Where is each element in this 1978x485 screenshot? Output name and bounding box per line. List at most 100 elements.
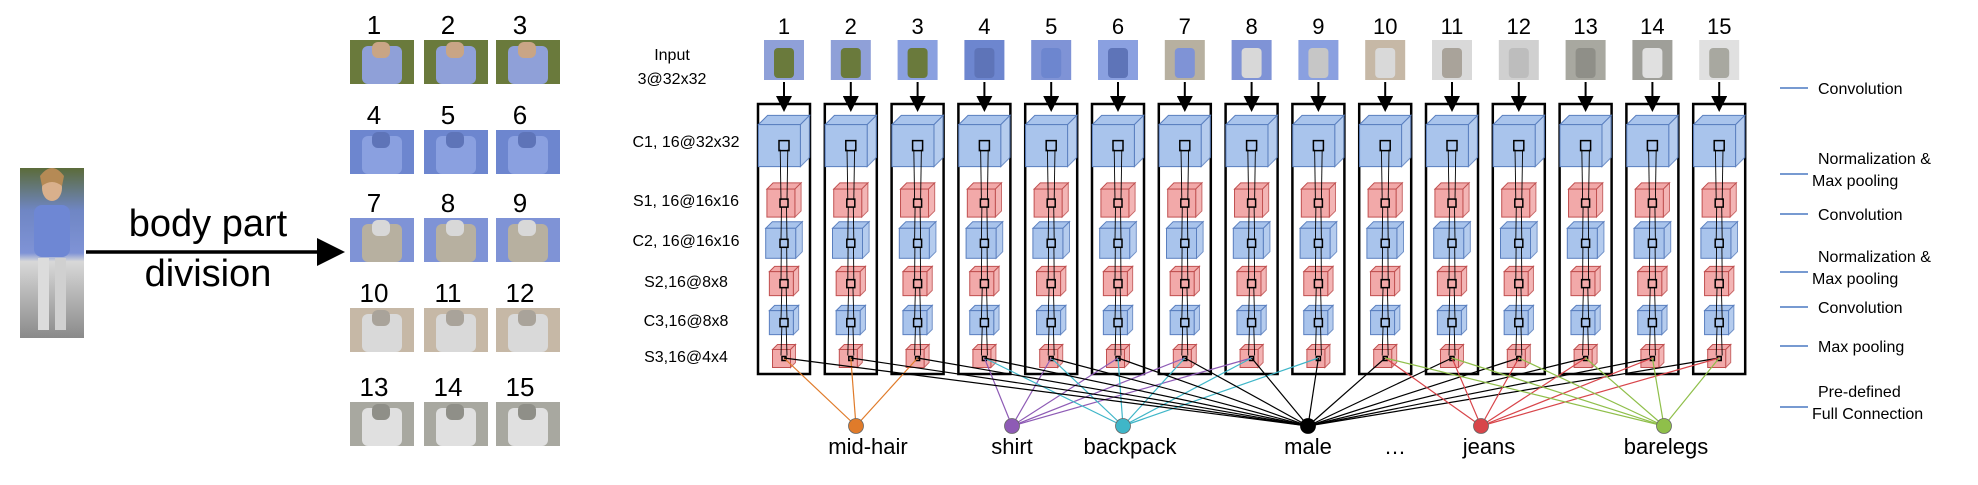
- part-image: [424, 130, 488, 174]
- connection-line: [1480, 357, 1520, 427]
- pool-feature-map: [966, 181, 1003, 219]
- input-thumbnail: [1565, 40, 1606, 80]
- connection-line: [1251, 357, 1309, 427]
- part-image: [424, 402, 488, 446]
- kernel-marker: [1447, 238, 1457, 249]
- conv-feature-map: [1291, 114, 1346, 168]
- connection-line: [855, 357, 919, 427]
- kernel-marker: [779, 317, 789, 328]
- connection-line: [1480, 357, 1720, 427]
- kernel-marker: [1046, 317, 1056, 328]
- layer-label: S1, 16@16x16: [633, 193, 739, 210]
- kernel-marker: [1514, 238, 1524, 249]
- column-number: 6: [1112, 14, 1124, 39]
- column-box: [957, 102, 1012, 376]
- network-column: 1: [756, 14, 812, 376]
- attribute-label: male: [1284, 434, 1332, 459]
- input-thumbnail: [830, 40, 871, 80]
- part-number: 13: [360, 372, 389, 402]
- input-thumbnail: [1031, 40, 1072, 80]
- kernel-marker: [779, 238, 789, 249]
- kernel-marker: [1380, 238, 1390, 249]
- conv-feature-map: [890, 114, 945, 168]
- operation-label: Max pooling: [1812, 173, 1898, 190]
- conv-feature-map: [1369, 304, 1402, 336]
- kernel-marker: [911, 139, 924, 152]
- conv-feature-map: [1157, 114, 1212, 168]
- conv-feature-map: [1625, 114, 1680, 168]
- pool-feature-map: [765, 181, 803, 219]
- conv-feature-map: [768, 304, 800, 336]
- kernel-marker: [1647, 278, 1658, 289]
- attribute-node: [1004, 418, 1020, 434]
- part-number: 4: [367, 100, 381, 130]
- kernel-marker: [1514, 198, 1524, 208]
- kernel-marker: [1313, 278, 1324, 289]
- column-box: [1558, 102, 1613, 376]
- kernel-marker: [1180, 198, 1190, 208]
- part-number: 1: [367, 10, 381, 40]
- conv-feature-map: [1168, 304, 1201, 336]
- input-thumbnail: [1432, 40, 1472, 80]
- pool-feature-map: [1639, 343, 1666, 369]
- kernel-marker: [1714, 317, 1724, 328]
- column-box: [890, 102, 945, 376]
- layer-label: S3,16@4x4: [644, 349, 728, 366]
- connection-line: [1051, 357, 1309, 427]
- layer-label: C2, 16@16x16: [633, 233, 740, 250]
- kernel-marker: [1179, 139, 1191, 152]
- part-number: 7: [367, 188, 381, 218]
- operation-label: Pre-defined: [1818, 384, 1901, 401]
- kernel-marker: [1447, 278, 1457, 289]
- conv-feature-map: [1692, 114, 1747, 168]
- pool-feature-map: [1035, 265, 1068, 297]
- kernel-marker: [846, 317, 856, 328]
- conv-feature-map: [964, 220, 1004, 260]
- pool-feature-map: [832, 181, 870, 219]
- input-thumbnail: [764, 40, 804, 80]
- connection-line: [1122, 357, 1319, 427]
- part-image: [424, 40, 488, 84]
- column-box: [1291, 102, 1346, 376]
- kernel-marker: [1446, 139, 1458, 152]
- part-image: [496, 40, 560, 84]
- pool-feature-map: [1238, 343, 1265, 369]
- conv-feature-map: [1235, 304, 1268, 336]
- kernel-marker: [1514, 278, 1524, 289]
- conv-feature-map: [1165, 220, 1205, 260]
- kernel-marker: [1180, 238, 1190, 249]
- pool-feature-map: [1366, 181, 1404, 219]
- conv-feature-map: [1031, 220, 1071, 260]
- kernel-marker: [1113, 198, 1123, 208]
- kernel-marker: [1646, 139, 1659, 152]
- connection-line: [1117, 357, 1124, 427]
- connection-line: [1307, 357, 1386, 427]
- division-label-line2: division: [145, 253, 272, 295]
- connection-line: [983, 357, 1013, 427]
- kernel-marker: [778, 139, 790, 152]
- kernel-marker: [1046, 238, 1056, 249]
- kernel-marker: [1113, 238, 1123, 249]
- column-number: 10: [1373, 14, 1397, 39]
- kernel-marker: [1180, 317, 1190, 328]
- operation-label: Convolution: [1818, 300, 1903, 317]
- kernel-marker: [1313, 317, 1324, 328]
- conv-feature-map: [1098, 220, 1138, 260]
- conv-feature-map: [898, 220, 938, 260]
- conv-feature-map: [1636, 304, 1669, 336]
- connection-line: [1050, 357, 1124, 427]
- conv-feature-map: [1566, 220, 1606, 260]
- pool-feature-map: [1305, 343, 1332, 369]
- kernel-marker: [1580, 238, 1591, 249]
- network-column: 9: [1291, 14, 1346, 376]
- pool-feature-map: [968, 265, 1001, 297]
- full-connections: [783, 357, 1720, 427]
- column-number: 1: [778, 14, 790, 39]
- pool-feature-map: [1168, 265, 1201, 297]
- connection-line: [783, 357, 857, 427]
- kernel-marker: [1312, 139, 1325, 152]
- conv-feature-map: [1499, 220, 1539, 260]
- column-box: [1157, 102, 1213, 376]
- part-number: 15: [506, 372, 535, 402]
